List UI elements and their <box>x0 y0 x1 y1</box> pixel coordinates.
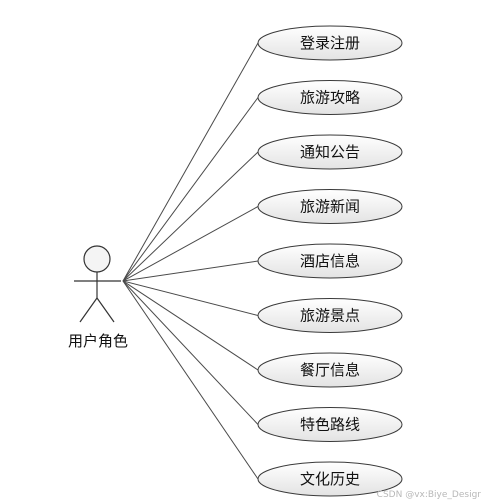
actor-left-leg <box>79 297 98 323</box>
use-case-label: 餐厅信息 <box>300 361 360 379</box>
use-case-label: 文化历史 <box>300 470 360 488</box>
association-line-scenic-spots <box>122 280 259 316</box>
use-case-label: 旅游景点 <box>300 307 360 325</box>
use-case-ellipse <box>257 25 403 61</box>
use-case-ellipse <box>257 189 403 224</box>
use-case-featured-routes: 特色路线 <box>257 407 403 442</box>
use-case-ellipse <box>257 80 403 115</box>
use-case-ellipse <box>257 461 403 497</box>
use-case-ellipse <box>257 243 403 279</box>
use-case-culture-history: 文化历史 <box>257 461 403 497</box>
association-line-notice <box>122 151 259 282</box>
use-case-ellipse <box>257 352 403 388</box>
actor-head-icon <box>83 245 111 273</box>
association-lines <box>122 42 259 480</box>
use-case-label: 登录注册 <box>300 34 360 52</box>
use-case-travel-guide: 旅游攻略 <box>257 80 403 115</box>
use-case-travel-news: 旅游新闻 <box>257 189 403 224</box>
use-case-restaurant-info: 餐厅信息 <box>257 352 403 388</box>
association-line-featured-routes <box>122 280 259 425</box>
use-case-label: 酒店信息 <box>300 252 360 270</box>
use-case-ellipse <box>257 298 403 333</box>
watermark: CSDN @vx:Biye_Desigr <box>376 490 481 500</box>
actor-label: 用户角色 <box>68 332 128 350</box>
use-case-label: 特色路线 <box>300 416 360 434</box>
use-case-label: 旅游攻略 <box>300 89 360 107</box>
use-case-login-register: 登录注册 <box>257 25 403 61</box>
use-case-ellipse <box>257 407 403 442</box>
association-line-travel-news <box>122 206 259 282</box>
association-line-culture-history <box>122 280 259 480</box>
association-line-restaurant-info <box>122 280 259 371</box>
association-line-hotel-info <box>122 260 259 282</box>
use-case-label: 通知公告 <box>300 143 360 161</box>
actor: 用户角色 <box>68 245 128 350</box>
use-case-label: 旅游新闻 <box>300 198 360 216</box>
association-line-travel-guide <box>122 97 259 282</box>
use-case-scenic-spots: 旅游景点 <box>257 298 403 333</box>
use-case-ellipse <box>257 134 403 170</box>
association-line-login-register <box>122 42 259 282</box>
use-case-notice: 通知公告 <box>257 134 403 170</box>
actor-right-leg <box>96 297 115 323</box>
use-case-hotel-info: 酒店信息 <box>257 243 403 279</box>
